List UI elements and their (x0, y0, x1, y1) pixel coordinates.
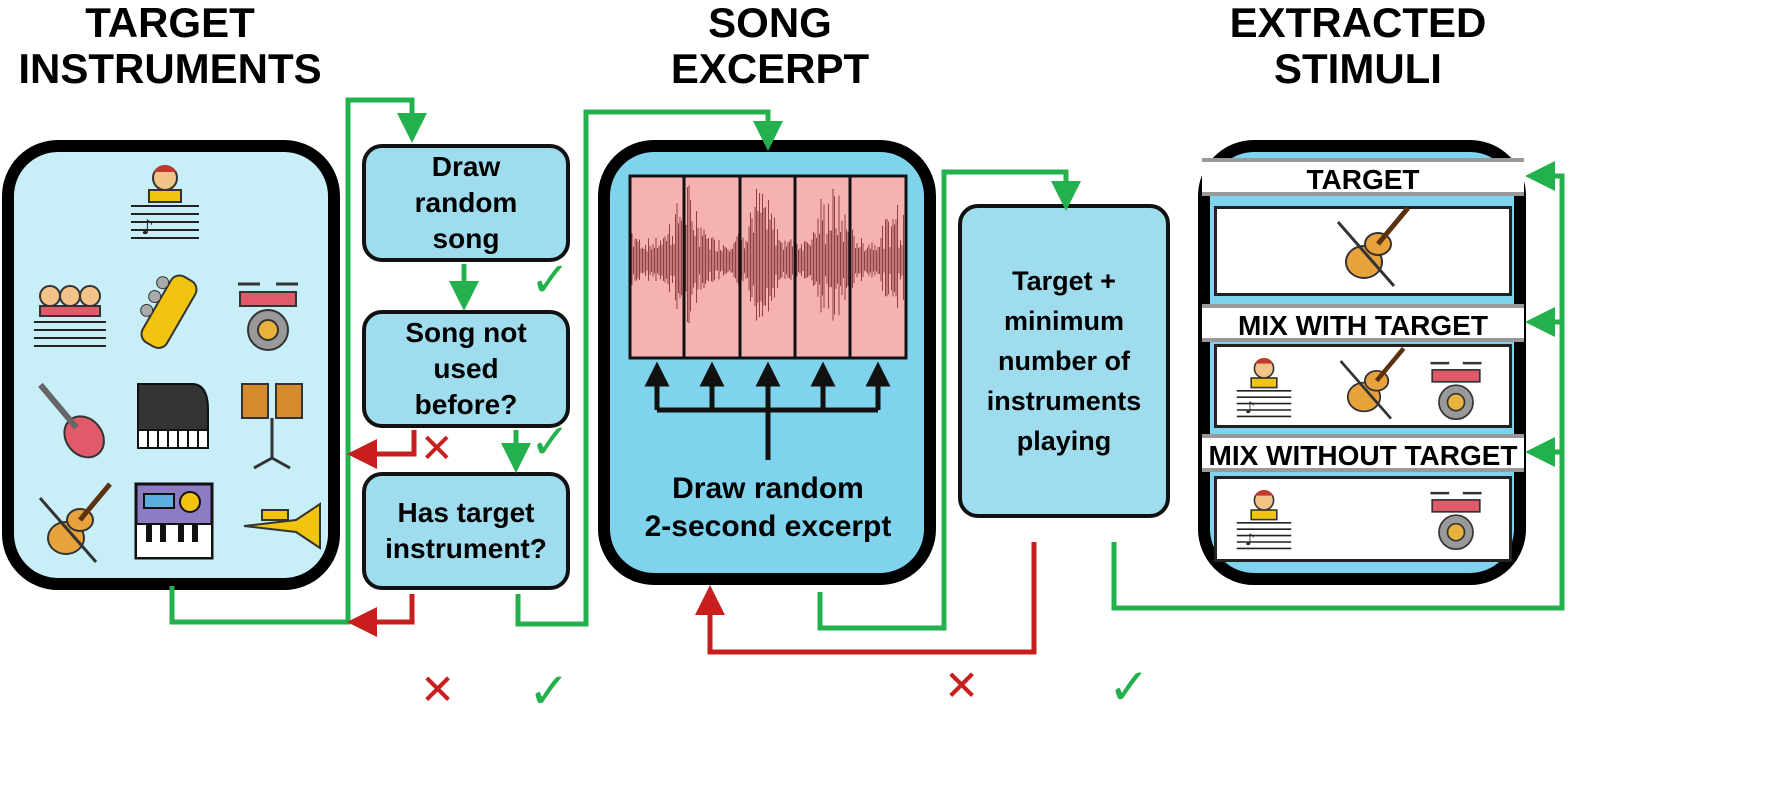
check-mark-bottom-1: ✓ (528, 662, 570, 720)
step-line: song (432, 223, 500, 254)
no-target-singer-icon (1236, 489, 1292, 551)
song-not-used-step: Song not used before? (362, 310, 570, 428)
synthesizer-icon (134, 482, 214, 560)
header-line: INSTRUMENTS (18, 45, 322, 92)
step-line: playing (1016, 426, 1112, 456)
step-line: 2-second excerpt (644, 510, 892, 543)
header-song-excerpt: SONG EXCERPT (590, 0, 950, 92)
step-line: instruments (986, 386, 1142, 416)
step-line: Draw (431, 151, 501, 182)
target-min-instruments-step: Target + minimum number of instruments p… (958, 204, 1170, 518)
sampling-arrows (644, 361, 891, 460)
header-target-instruments: TARGET INSTRUMENTS (0, 0, 350, 92)
draw-random-song-step: Draw random song (362, 144, 570, 262)
step-text: Song not used before? (405, 315, 526, 423)
yes-arrows (169, 97, 1565, 631)
singer-sheet-music-icon (130, 164, 200, 240)
mix-without-target-strip: MIX WITHOUT TARGET (1202, 434, 1524, 472)
check-mark-not-used: ✓ (530, 414, 570, 470)
cross-mark-not-used: ✕ (420, 426, 454, 472)
header-extracted-stimuli: EXTRACTED STIMULI (1178, 0, 1538, 92)
grand-piano-icon (137, 383, 209, 449)
step-line: random (414, 187, 518, 218)
step-line: used (433, 353, 499, 384)
step-line: Has target (397, 497, 535, 528)
electric-guitar-icon (38, 382, 105, 459)
no-arrows (347, 430, 1037, 655)
step-line: minimum (1003, 306, 1124, 336)
header-line: EXTRACTED (1229, 0, 1487, 46)
mix-with-target-strip: MIX WITH TARGET (1202, 304, 1524, 342)
header-line: SONG (708, 0, 832, 46)
choir-sheet-music-icon (34, 285, 106, 347)
step-text: Target + minimum number of instruments p… (987, 261, 1142, 461)
step-line: Target + (1012, 266, 1116, 296)
instrument-pool-box (2, 140, 340, 590)
step-line: before? (414, 389, 518, 420)
mix-violin-icon (1341, 348, 1404, 418)
mix-singer-icon (1236, 357, 1292, 419)
no-target-drums-icon (1429, 491, 1483, 551)
target-strip: TARGET (1202, 158, 1524, 196)
cross-mark-bottom-1: ✕ (420, 665, 455, 714)
step-line: number of (998, 346, 1130, 376)
step-text: Has target instrument? (385, 495, 547, 567)
header-line: EXCERPT (670, 45, 870, 92)
header-line: STIMULI (1274, 45, 1442, 92)
bongo-drums-icon (241, 383, 303, 470)
guitar-headstock-icon (140, 274, 198, 349)
draw-excerpt-label: Draw random 2-second excerpt (610, 470, 926, 546)
mix-drums-icon (1429, 361, 1483, 421)
drum-kit-icon (236, 282, 300, 352)
has-target-instrument-step: Has target instrument? (362, 472, 570, 590)
waveform-panel (628, 174, 908, 360)
cross-mark-bottom-2: ✕ (944, 661, 979, 710)
step-line: Draw random (672, 472, 864, 505)
trumpet-icon (243, 502, 321, 550)
step-text: Draw random song (415, 149, 518, 257)
header-line: TARGET (85, 0, 255, 46)
target-violin-icon (1338, 208, 1408, 286)
check-mark-bottom-2: ✓ (1108, 658, 1150, 716)
step-line: instrument? (385, 533, 547, 564)
check-mark-draw-song: ✓ (530, 252, 570, 308)
violin-icon (40, 484, 110, 562)
step-line: Song not (405, 317, 527, 348)
